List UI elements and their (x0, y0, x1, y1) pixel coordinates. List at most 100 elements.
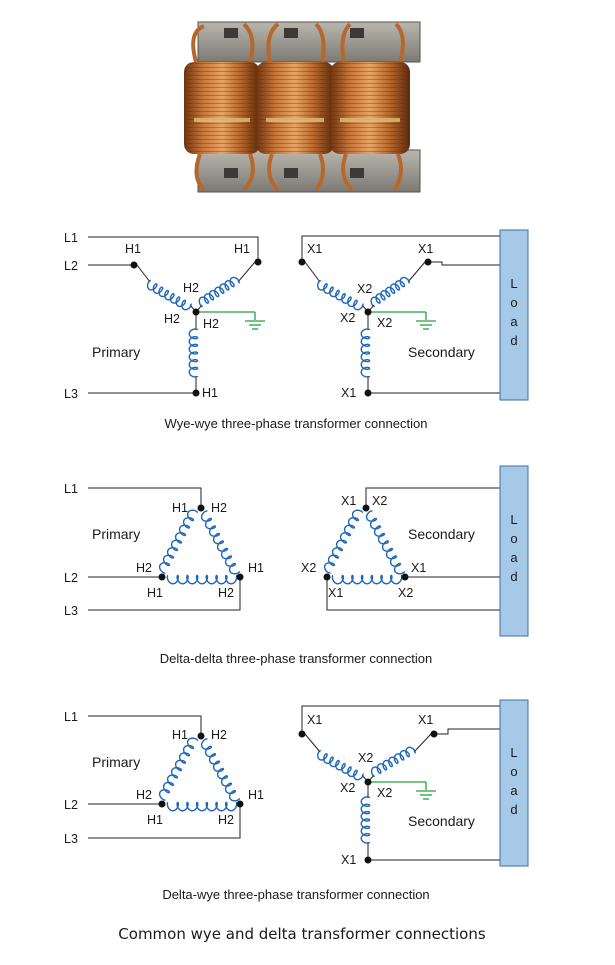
delta-delta-caption: Delta-delta three-phase transformer conn… (160, 651, 432, 666)
coil-icon (360, 328, 371, 378)
coil-icon (370, 276, 410, 308)
wye-wye-terminal-h1-right: H1 (234, 242, 250, 256)
delta-wye-caption: Delta-wye three-phase transformer connec… (162, 887, 429, 902)
coil-icon (158, 737, 199, 801)
wye-wye-terminal-h2-center-top: H2 (183, 281, 199, 295)
coil-icon (370, 746, 416, 778)
delta-delta-primary-label: Primary (92, 526, 140, 542)
wye-wye-terminal-x1-right: X1 (418, 242, 433, 256)
delta-delta-diagram: L1 L2 L3 H1 H2 H2 H1 H1 H2 Primary (64, 465, 529, 666)
delta-wye-primary-terminals (158, 732, 244, 808)
delta-delta-terminal-h2-top: H2 (211, 501, 227, 515)
coil-icon (166, 574, 238, 585)
delta-delta-terminal-x1-right: X1 (411, 561, 426, 575)
coil-icon (200, 738, 241, 802)
delta-wye-line-L3: L3 (64, 832, 78, 846)
wye-wye-primary-wires (88, 236, 259, 394)
three-phase-transformer-photo-icon (184, 21, 421, 193)
delta-wye-primary-label: Primary (92, 754, 140, 770)
delta-delta-primary-wires (88, 487, 241, 611)
coil-icon (198, 276, 240, 308)
coil-icon (317, 279, 364, 311)
wye-wye-terminal-h2-center-left: H2 (164, 312, 180, 326)
coil-icon (317, 749, 364, 781)
delta-wye-terminal-h1-right: H1 (248, 788, 264, 802)
wye-wye-line-L3: L3 (64, 387, 78, 401)
delta-wye-secondary-terminals (298, 730, 438, 864)
wye-wye-terminal-x2-center-top: X2 (357, 282, 372, 296)
ground-icon (368, 781, 436, 800)
wye-wye-primary-label: Primary (92, 344, 140, 360)
delta-delta-secondary-terminals (323, 504, 409, 581)
delta-wye-secondary-label: Secondary (408, 813, 475, 829)
delta-delta-primary-terminals (158, 504, 244, 581)
delta-wye-line-L1: L1 (64, 710, 78, 724)
coil-icon (158, 509, 199, 574)
delta-delta-terminal-h1-right: H1 (248, 561, 264, 575)
wye-wye-diagram: L1 L2 L3 H1 H1 (64, 229, 529, 431)
wye-wye-primary-terminals (130, 258, 262, 397)
figure-caption: Common wye and delta transformer connect… (118, 925, 486, 943)
delta-wye-line-L2: L2 (64, 798, 78, 812)
wye-wye-terminal-x1-bottom: X1 (341, 386, 356, 400)
delta-delta-terminal-x2-right: X2 (398, 586, 413, 600)
delta-delta-load-box (499, 465, 529, 637)
delta-delta-line-L3: L3 (64, 604, 78, 618)
delta-delta-line-L1: L1 (64, 482, 78, 496)
delta-delta-line-L2: L2 (64, 571, 78, 585)
delta-delta-terminal-h2-left: H2 (136, 561, 152, 575)
delta-delta-terminal-x1-top: X1 (341, 494, 356, 508)
delta-wye-terminal-h2-top: H2 (211, 728, 227, 742)
delta-wye-terminal-h2-left: H2 (136, 788, 152, 802)
delta-wye-load-box (499, 699, 529, 867)
delta-delta-terminal-x2-top: X2 (372, 494, 387, 508)
delta-wye-terminal-h2-right: H2 (218, 813, 234, 827)
delta-delta-terminal-h1-top: H1 (172, 501, 188, 515)
wye-wye-terminal-h2-center-right: H2 (203, 317, 219, 331)
coil-icon (188, 328, 199, 378)
delta-wye-terminal-h1-top: H1 (172, 728, 188, 742)
wye-wye-line-L2: L2 (64, 259, 78, 273)
ground-icon (368, 311, 436, 330)
delta-wye-terminal-x1-bottom: X1 (341, 853, 356, 867)
delta-wye-primary-wires (88, 715, 241, 839)
wye-wye-secondary-label: Secondary (408, 344, 475, 360)
wye-wye-terminal-x2-center-left: X2 (340, 311, 355, 325)
wye-wye-terminal-h1-bottom: H1 (202, 386, 218, 400)
wye-wye-terminal-x2-center-right: X2 (377, 316, 392, 330)
delta-wye-terminal-x1-right: X1 (418, 713, 433, 727)
wye-wye-terminal-h1-left: H1 (125, 242, 141, 256)
wye-wye-line-L1: L1 (64, 231, 78, 245)
wye-wye-caption: Wye-wye three-phase transformer connecti… (165, 416, 428, 431)
coil-icon (200, 510, 241, 575)
delta-wye-diagram: L1 L2 L3 H1 H2 H2 H1 H1 H2 Primary (64, 699, 529, 902)
coil-icon (360, 796, 371, 844)
delta-delta-terminal-h2-right: H2 (218, 586, 234, 600)
delta-wye-terminal-x2-center-right: X2 (377, 786, 392, 800)
wye-wye-secondary-terminals (298, 258, 432, 397)
coil-icon (166, 801, 238, 812)
ground-icon (196, 311, 265, 330)
coil-icon (331, 574, 403, 585)
coil-icon (323, 509, 364, 574)
delta-delta-secondary-label: Secondary (408, 526, 475, 542)
delta-delta-terminal-x1-left: X1 (328, 586, 343, 600)
wye-wye-secondary-wires (301, 235, 500, 394)
coil-icon (146, 279, 192, 311)
delta-wye-secondary-wires (301, 705, 500, 861)
wye-wye-load-box (499, 229, 529, 401)
delta-delta-terminal-x2-left: X2 (301, 561, 316, 575)
delta-wye-terminal-x2-center-left: X2 (340, 781, 355, 795)
delta-delta-terminal-h1-left: H1 (147, 586, 163, 600)
delta-wye-terminal-x2-center-top: X2 (358, 751, 373, 765)
wye-wye-terminal-x1-left: X1 (307, 242, 322, 256)
delta-wye-terminal-h1-left: H1 (147, 813, 163, 827)
delta-delta-secondary-wires (326, 487, 500, 611)
coil-icon (365, 510, 406, 575)
delta-wye-terminal-x1-left: X1 (307, 713, 322, 727)
